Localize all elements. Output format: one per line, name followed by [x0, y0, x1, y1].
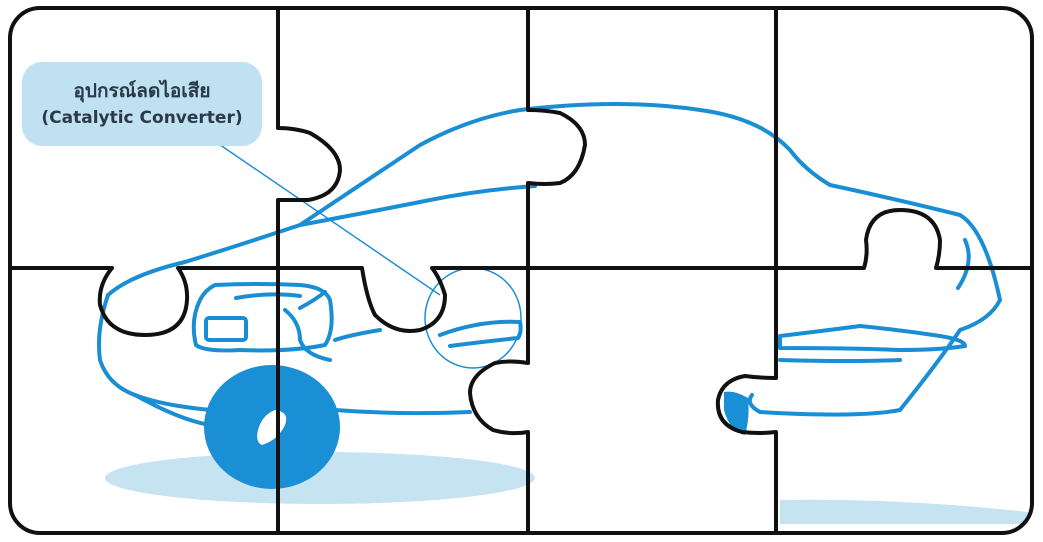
engine-to-pipe: [333, 328, 382, 342]
car-window-line: [298, 184, 537, 227]
ground-shadow-left: [105, 452, 535, 504]
puzzle-vertical-cut-1: [276, 6, 342, 535]
ground-shadow-right: [780, 499, 1028, 524]
car-lower-body: [333, 408, 472, 416]
car-lower-front: [133, 393, 212, 427]
callout-thai-label: อุปกรณ์ลดไอเสีย: [73, 80, 211, 102]
callout-leader-line: [209, 137, 441, 296]
car-window-line-2: [956, 238, 971, 290]
exhaust-pipe: [438, 319, 523, 348]
puzzle-horizontal-cut: [8, 208, 1034, 337]
engine-block: [204, 316, 248, 342]
tail-pipe-lower: [778, 358, 902, 363]
car-outline: [97, 102, 1002, 427]
rear-wheel-fragment: [724, 391, 749, 435]
engine-outline: [191, 282, 334, 353]
engine-detail: [283, 308, 332, 362]
puzzle-vertical-cut-2: [468, 6, 587, 535]
puzzle-vertical-cut-3: [715, 6, 778, 535]
puzzle-frame: [8, 6, 1034, 535]
callout-english-label: (Catalytic Converter): [41, 108, 243, 128]
rear-bottom: [747, 393, 762, 414]
puzzle-grid: [8, 6, 1034, 535]
front-wheel: [204, 365, 340, 489]
callout-box: อุปกรณ์ลดไอเสีย (Catalytic Converter): [22, 62, 262, 146]
car-front: [97, 293, 212, 412]
tail-pipe: [778, 324, 967, 352]
engine-pipe: [234, 290, 327, 310]
